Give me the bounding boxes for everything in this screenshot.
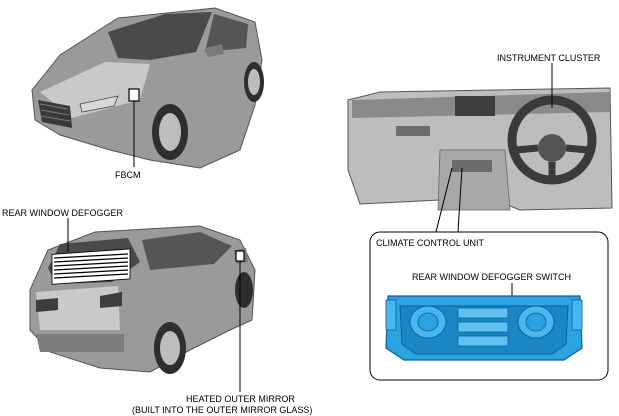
- heated-outer-mirror-label: HEATED OUTER MIRROR: [186, 394, 295, 404]
- rear-view-vehicle: [29, 225, 256, 374]
- rear-window-defogger-grid: [51, 248, 131, 285]
- dashboard-view: [347, 87, 613, 211]
- climate-leader-line-right: [457, 167, 463, 233]
- rear-window-defogger-switch-label: REAR WINDOW DEFOGGER SWITCH: [412, 272, 571, 282]
- front-view-vehicle: [31, 7, 264, 169]
- fbcm-label: FBCM: [115, 170, 141, 180]
- climate-control-unit-label: CLIMATE CONTROL UNIT: [376, 238, 485, 248]
- rear-window-defogger-label: REAR WINDOW DEFOGGER: [2, 208, 123, 218]
- climate-control-unit-illustration: [385, 295, 583, 361]
- instrument-cluster-label: INSTRUMENT CLUSTER: [497, 53, 601, 63]
- climate-leader-line-left: [435, 167, 453, 233]
- fbcm-marker: [128, 88, 140, 102]
- heated-outer-mirror-note: (BUILT INTO THE OUTER MIRROR GLASS): [132, 405, 312, 415]
- heated-mirror-marker: [235, 250, 245, 262]
